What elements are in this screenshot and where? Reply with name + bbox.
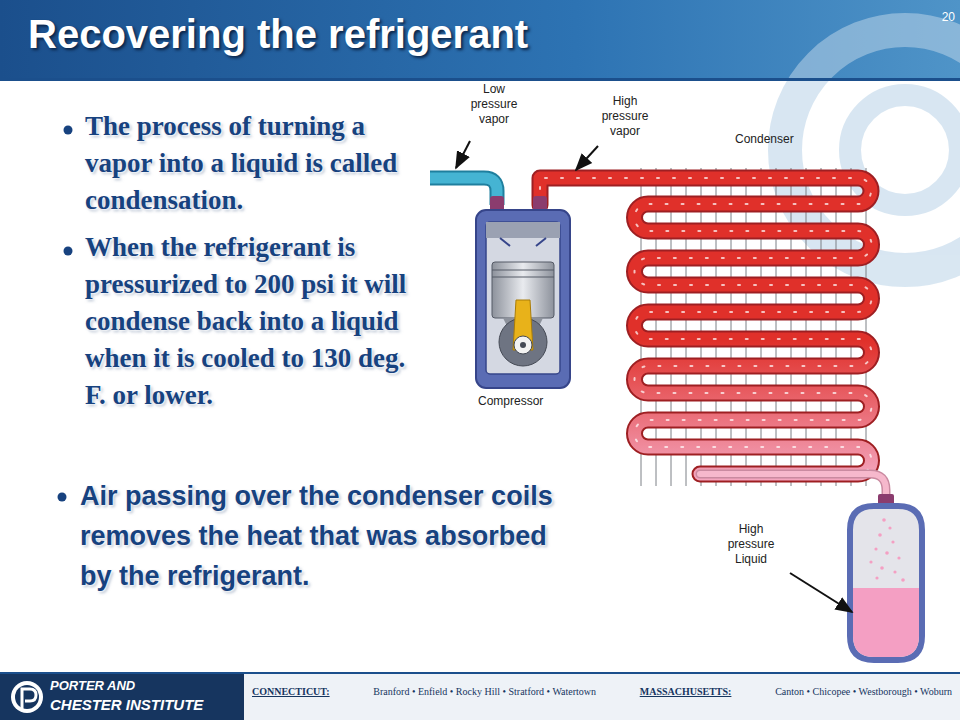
part-label: Compressor <box>478 394 568 408</box>
receiver-tank <box>850 494 922 660</box>
condenser-fins <box>640 168 868 486</box>
footer-rule <box>0 672 960 674</box>
logo-text: PORTER AND <box>50 678 240 693</box>
town-list: Canton • Chicopee • Westborough • Woburn <box>775 686 952 697</box>
suction-pipe <box>430 178 497 205</box>
title-rule <box>0 78 960 81</box>
part-label: High pressure Liquid <box>718 522 784 567</box>
state-name: MASSACHUSETTS: <box>640 686 732 697</box>
state-name: CONNECTICUT: <box>252 686 330 697</box>
part-label: Condenser <box>735 132 825 146</box>
bullet-text: The process of turning a vapor into a li… <box>85 108 430 219</box>
condenser-tube <box>540 178 886 500</box>
part-label: Low pressure vapor <box>462 82 526 127</box>
slide-title: Recovering the refrigerant <box>28 12 528 57</box>
bullet-text: Air passing over the condenser coils rem… <box>80 476 575 596</box>
logo-mark <box>11 681 43 713</box>
logo-panel <box>0 674 244 720</box>
town-list: Branford • Enfield • Rocky Hill • Stratf… <box>373 686 596 697</box>
footer-row: CONNECTICUT: Branford • Enfield • Rocky H… <box>252 686 952 697</box>
logo-text: CHESTER INSTITUTE <box>50 696 240 713</box>
bullet-dots <box>58 126 73 502</box>
compressor-drawing <box>476 196 570 388</box>
part-label: High pressure vapor <box>592 94 658 139</box>
footer-band <box>0 672 960 720</box>
bullet-text: When the refrigerant is pressurized to 2… <box>85 229 430 414</box>
page-number: 20 <box>925 10 955 24</box>
